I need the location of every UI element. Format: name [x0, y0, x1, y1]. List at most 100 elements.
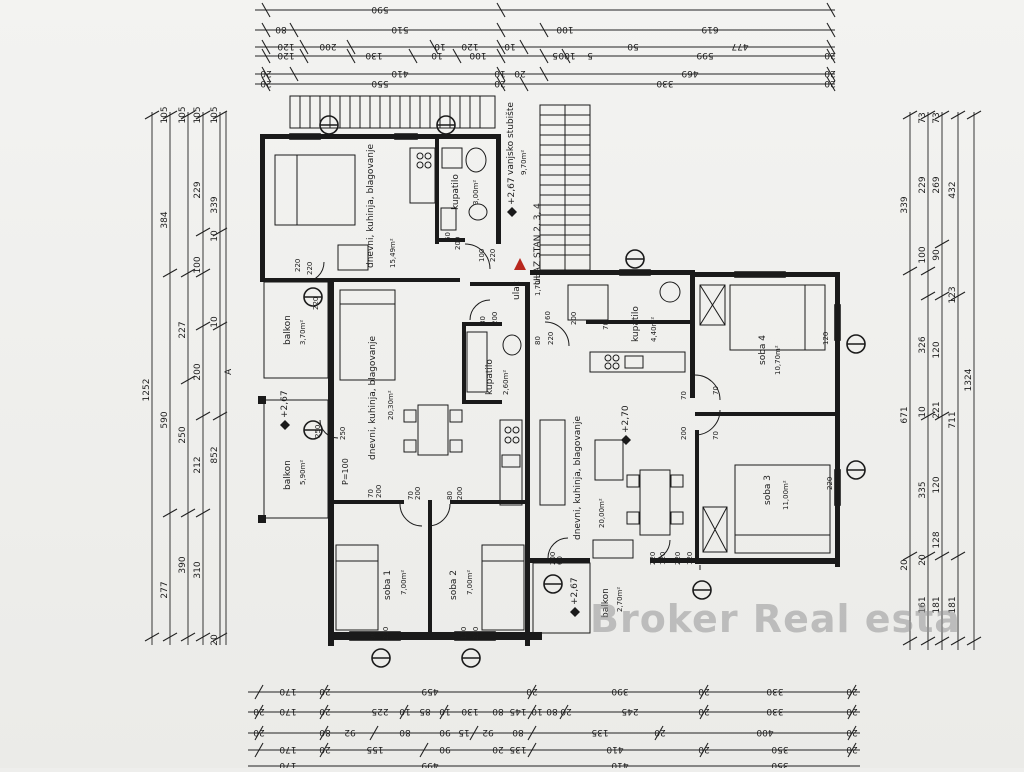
dim-top-2: 80 — [275, 24, 287, 34]
dim-left-4: 100 — [193, 256, 203, 273]
dim-top-6: 20 — [824, 78, 836, 88]
ulaz-label: ulaz — [512, 281, 522, 300]
entrance-label: ULAZ STAN 2, 3, 4 — [533, 203, 543, 285]
door-dim: 200 — [375, 485, 383, 498]
door-dim: 200 — [680, 427, 688, 440]
dim-right-3: 73 — [932, 112, 942, 123]
dim-bottom-2: 20 — [698, 706, 710, 716]
room-name-soba2: soba 2 — [449, 570, 459, 600]
door-dim: 200 — [454, 237, 462, 250]
level-mark-2: +2,67 — [280, 390, 290, 418]
door-dim: 200 — [570, 312, 578, 325]
dim-top-4: 20 — [824, 50, 836, 60]
dim-top-3: 10 — [504, 41, 516, 51]
door-dim: 220 — [306, 262, 314, 275]
room-name-kupatilo-b: kupatilo — [485, 359, 495, 395]
dim-bottom-2: 10 — [439, 706, 451, 716]
door-dim: 200 — [491, 312, 499, 325]
dim-bottom-3: 80 — [512, 727, 524, 737]
room-name-kupatilo-a: kupatilo — [451, 174, 461, 210]
walls — [258, 134, 840, 646]
dim-bottom-5: 410 — [611, 760, 628, 768]
room-area-kupatilo-b: 2,60m² — [502, 370, 510, 395]
dim-bottom-4: 90 — [439, 744, 451, 754]
dim-right-4: 123 — [948, 286, 958, 303]
right-dimensions: 339 671 20 73 229 100 326 10 335 20 161 … — [900, 110, 982, 650]
door-dim: 120 — [822, 332, 830, 345]
windows — [289, 133, 841, 641]
dim-top-6: 20 — [260, 78, 272, 88]
dim-bottom-4: 350 — [771, 744, 788, 754]
room-name-stubiste: vanjsko stubište — [505, 102, 516, 175]
dim-top-3: 477 — [731, 41, 748, 51]
dim-bottom-1: 170 — [279, 686, 296, 696]
room-area-soba1: 7,00m² — [400, 570, 408, 595]
dim-top-4: 599 — [696, 50, 713, 60]
room-area-soba3: 11,00m² — [782, 480, 790, 510]
dim-bottom-2: 145 — [509, 706, 526, 716]
door-dim: 220 — [472, 627, 480, 640]
dim-left-5: 10 — [210, 316, 220, 328]
dim-left-5: 20 — [210, 634, 220, 646]
door-dim: 220 — [547, 332, 555, 345]
room-area-dnevni-c: 20,00m² — [598, 498, 606, 528]
dim-right-3: 181 — [932, 596, 942, 613]
entry-arrow-icon — [514, 258, 526, 270]
dim-bottom-2: 80 — [546, 706, 558, 716]
door-dim: 200 — [549, 552, 557, 565]
room-area-soba2: 7,00m² — [466, 570, 474, 595]
dim-left-5: 105 — [210, 106, 220, 123]
dim-left-4: 212 — [193, 456, 203, 473]
room-area-dnevni-b: 20,30m² — [387, 390, 395, 420]
dim-bottom-2: 225 — [371, 706, 388, 716]
door-dim: 60 — [444, 232, 452, 241]
door-dims: 220 100 220 220 60 200 80 200 70 200 80 … — [294, 232, 834, 640]
room-name-dnevni-c: dnevni, kuhinja, blagovanje — [573, 416, 583, 540]
room-name-balkon-d: balkon — [601, 588, 611, 618]
door-dim: 220 — [649, 552, 657, 565]
door-dim: 220 — [312, 297, 320, 310]
left-dimensions: 1252 105 384 590 277 105 227 250 390 105… — [142, 106, 228, 646]
dim-right-1: 671 — [900, 406, 910, 423]
dim-left-4: 310 — [193, 561, 203, 578]
dim-right-3: 128 — [932, 531, 942, 548]
dim-bottom-2: 20 — [253, 706, 265, 716]
dim-right-2: 20 — [918, 554, 928, 566]
room-area-soba4: 10,70m² — [774, 345, 782, 375]
room-area-kupatilo-c: 4,40m² — [650, 317, 658, 342]
dim-right-1: 339 — [900, 196, 910, 213]
room-name-balkon-b: balkon — [283, 315, 293, 345]
room-name-soba1: soba 1 — [383, 570, 393, 600]
dim-right-2: 229 — [918, 176, 928, 193]
dim-right-2: 10 — [918, 406, 928, 418]
dim-left-3: 227 — [178, 321, 188, 338]
dim-bottom-2: 20 — [846, 706, 858, 716]
room-name-kupatilo-c: kupatilo — [631, 306, 641, 342]
door-dim: 60 — [544, 311, 552, 320]
dim-bottom-1: 20 — [846, 686, 858, 696]
dim-bottom-4: 20 — [698, 744, 710, 754]
dim-bottom-3: 135 — [591, 727, 608, 737]
dim-left-4: 105 — [193, 106, 203, 123]
dim-bottom-1: 20 — [526, 686, 538, 696]
dim-top-6: 330 — [656, 78, 673, 88]
dim-right-1: 20 — [900, 559, 910, 571]
level-marks: +2,67 +2,67 +2,70 +2,67 — [280, 177, 631, 617]
door-dim: 70 — [602, 321, 610, 330]
door-dim: 70 — [407, 491, 415, 500]
dim-right-3: 90 — [932, 249, 942, 261]
dim-top-3: 120 — [461, 41, 478, 51]
dim-right-3: 269 — [932, 176, 942, 193]
dim-bottom-2: 330 — [766, 706, 783, 716]
room-area-kupatilo-a: 3,00m² — [472, 180, 480, 205]
door-dim: 90 — [369, 631, 377, 640]
dim-right-4: 711 — [948, 411, 958, 428]
level-mark-4: +2,67 — [570, 577, 580, 605]
dim-left-4: 229 — [193, 181, 203, 198]
dim-bottom-2: 245 — [621, 706, 638, 716]
external-stairs — [289, 95, 591, 271]
watermark: Broker Real esta — [590, 597, 961, 641]
dim-bottom-5: 499 — [421, 760, 438, 768]
dim-bottom-2: 10 — [399, 706, 411, 716]
